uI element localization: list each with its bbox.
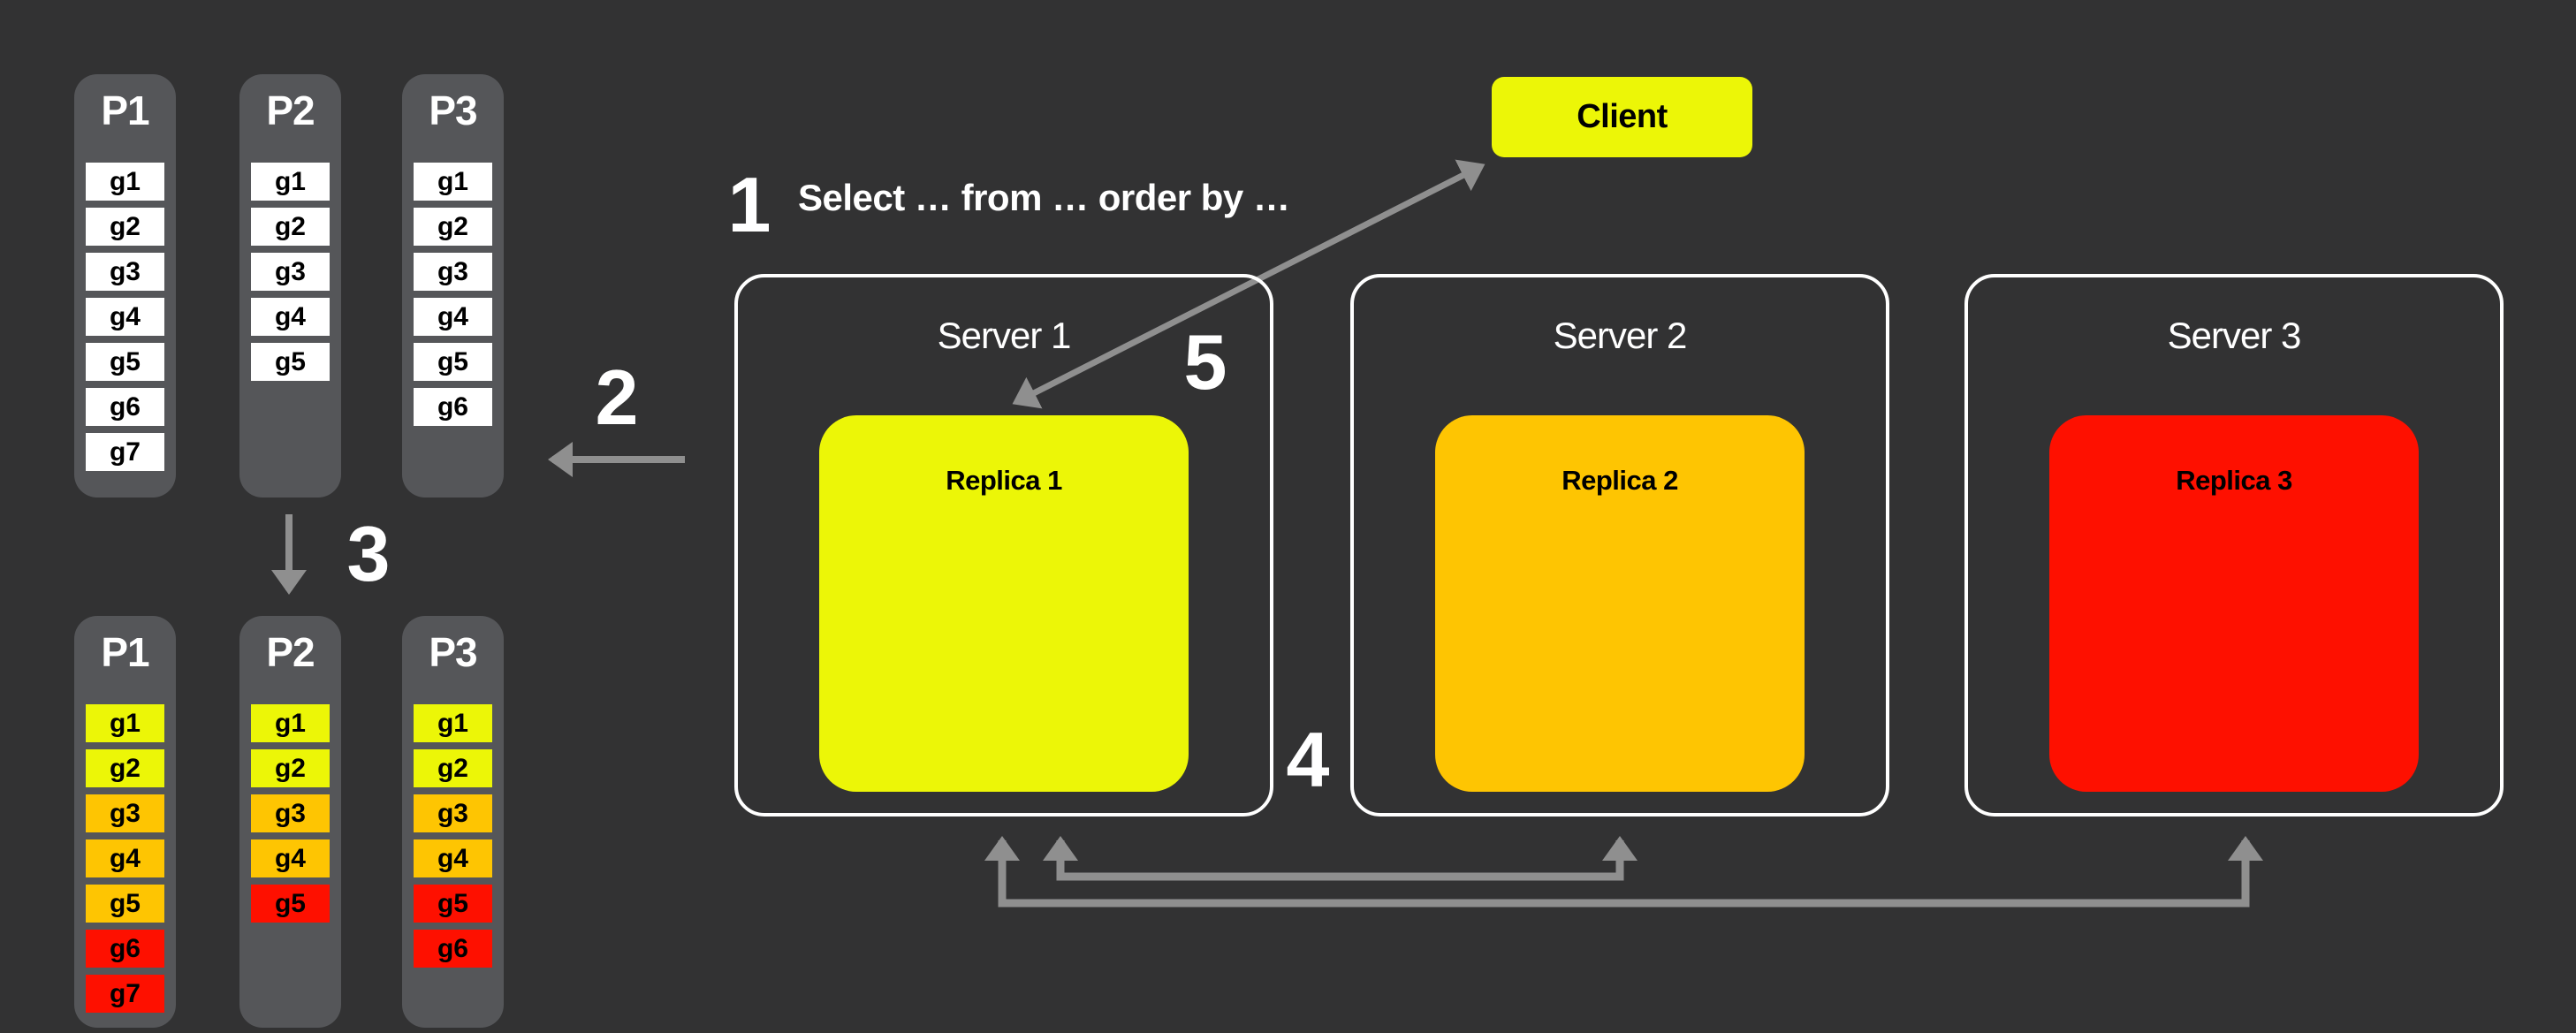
group-item: g5 [414,343,492,381]
group-item: g5 [86,885,164,923]
partition-items: g1 g2 g3 g4 g5 g6 [414,163,492,426]
group-item: g7 [86,433,164,471]
group-item: g6 [414,388,492,426]
partition-title: P3 [429,87,477,133]
replica-1-box: Replica 1 [819,415,1189,792]
step-3-number: 3 [346,510,391,597]
group-item: g5 [251,343,330,381]
partition-items: g1 g2 g3 g4 g5 [251,704,330,923]
partition-after-p1: P1 g1 g2 g3 g4 g5 g6 g7 [74,616,176,1028]
group-item: g1 [251,704,330,742]
replica-label: Replica 3 [2176,465,2292,496]
partition-before-p1: P1 g1 g2 g3 g4 g5 g6 g7 [74,74,176,498]
group-item: g7 [86,975,164,1013]
partition-before-p2: P2 g1 g2 g3 g4 g5 [239,74,341,498]
group-item: g5 [251,885,330,923]
server1-server3-arrow [984,836,2263,908]
group-item: g6 [86,388,164,426]
server-label: Server 2 [1553,315,1688,356]
replica-label: Replica 1 [946,465,1062,496]
step-4-number: 4 [1286,716,1330,803]
partition-after-p3: P3 g1 g2 g3 g4 g5 g6 [402,616,504,1028]
group-item: g4 [414,839,492,877]
server-1-box: Server 1 Replica 1 [734,274,1273,817]
group-item: g1 [86,704,164,742]
step-1-query-text: Select … from … order by … [798,177,1290,218]
group-item: g4 [251,839,330,877]
group-item: g3 [414,794,492,832]
replica-2-box: Replica 2 [1435,415,1805,792]
group-item: g6 [86,930,164,968]
group-item: g2 [414,208,492,246]
server-2-box: Server 2 Replica 2 [1350,274,1889,817]
group-item: g3 [86,794,164,832]
step-5-number: 5 [1183,318,1227,406]
step-2-number: 2 [595,353,639,441]
group-item: g4 [251,298,330,336]
group-item: g4 [414,298,492,336]
group-item: g6 [414,930,492,968]
partition-title: P2 [266,629,315,675]
partition-before-p3: P3 g1 g2 g3 g4 g5 g6 [402,74,504,498]
server-label: Server 3 [2167,315,2302,356]
group-item: g3 [86,253,164,291]
group-item: g2 [251,749,330,787]
partition-items: g1 g2 g3 g4 g5 [251,163,330,381]
group-item: g3 [251,253,330,291]
group-item: g4 [86,298,164,336]
server-label: Server 1 [937,315,1072,356]
group-item: g1 [251,163,330,201]
group-item: g1 [86,163,164,201]
group-item: g2 [251,208,330,246]
partition-items: g1 g2 g3 g4 g5 g6 [414,704,492,968]
partition-title: P1 [101,629,149,675]
partition-title: P1 [101,87,149,133]
group-item: g1 [414,704,492,742]
group-item: g3 [414,253,492,291]
group-item: g2 [86,208,164,246]
group-item: g1 [414,163,492,201]
client-box: Client [1492,77,1752,157]
step-1-number: 1 [727,161,771,248]
group-item: g3 [251,794,330,832]
group-item: g5 [86,343,164,381]
group-item: g2 [414,749,492,787]
group-item: g5 [414,885,492,923]
replica-label: Replica 2 [1562,465,1678,496]
partition-items: g1 g2 g3 g4 g5 g6 g7 [86,704,164,1013]
server1-server2-arrow [1043,836,1638,881]
group-item: g2 [86,749,164,787]
partition-after-p2: P2 g1 g2 g3 g4 g5 [239,616,341,1028]
server-3-box: Server 3 Replica 3 [1964,274,2504,817]
partition-items: g1 g2 g3 g4 g5 g6 g7 [86,163,164,471]
partition-title: P3 [429,629,477,675]
partition-title: P2 [266,87,315,133]
group-item: g4 [86,839,164,877]
replica-3-box: Replica 3 [2049,415,2419,792]
